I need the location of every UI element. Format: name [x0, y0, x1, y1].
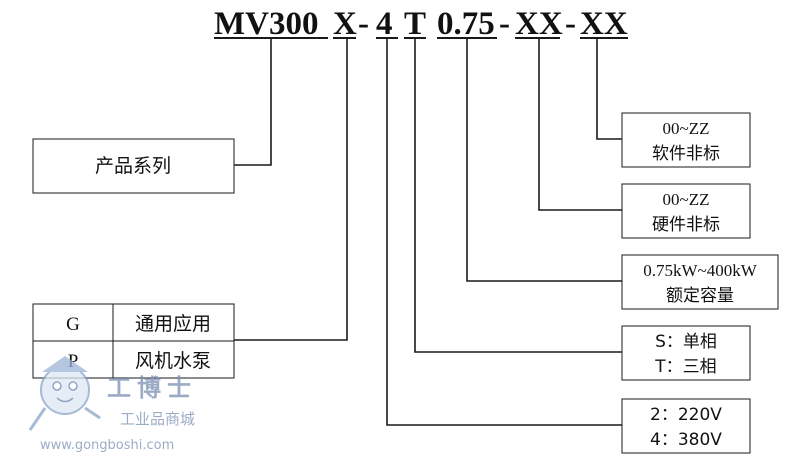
- connector-voltage: [386, 38, 622, 426]
- code-application: X: [333, 6, 357, 42]
- watermark: 工博士 工业品商城 www.gongboshi.com: [28, 356, 197, 453]
- connector-phase: [414, 38, 622, 353]
- connector-application: [234, 38, 348, 341]
- application-code-p: P: [68, 351, 79, 372]
- software-box: 00~ZZ 软件非标: [621, 112, 751, 168]
- code-hardware: XX: [515, 6, 563, 42]
- software-range: 00~ZZ: [663, 119, 710, 138]
- connector-capacity: [466, 38, 622, 282]
- capacity-range: 0.75kW~400kW: [643, 261, 757, 280]
- voltage-220: 2：220V: [650, 405, 722, 425]
- watermark-url: www.gongboshi.com: [40, 438, 174, 453]
- code-dash: -: [565, 6, 576, 42]
- phase-three: T：三相: [654, 357, 716, 377]
- code-dash: -: [499, 6, 510, 42]
- hardware-label: 硬件非标: [652, 215, 720, 235]
- software-label: 软件非标: [652, 144, 720, 164]
- mascot-icon: [28, 356, 101, 431]
- connector-hardware: [538, 38, 622, 211]
- code-dash: -: [358, 6, 369, 42]
- connector-series: [234, 38, 272, 166]
- capacity-box: 0.75kW~400kW 额定容量: [621, 254, 779, 310]
- application-desc-fan-pump: 风机水泵: [135, 350, 211, 372]
- phase-single: S：单相: [655, 332, 717, 352]
- code-capacity: 0.75: [437, 6, 495, 42]
- series-box: 产品系列: [32, 138, 235, 194]
- capacity-label: 额定容量: [666, 286, 734, 306]
- voltage-box: 2：220V 4：380V: [621, 398, 751, 454]
- hardware-box: 00~ZZ 硬件非标: [621, 183, 751, 239]
- code-software: XX: [580, 6, 628, 42]
- application-desc-general: 通用应用: [135, 313, 211, 335]
- hardware-range: 00~ZZ: [663, 190, 710, 209]
- series-label: 产品系列: [95, 155, 171, 177]
- watermark-brand: 工博士: [107, 374, 197, 402]
- code-voltage: 4: [376, 6, 393, 42]
- phase-box: S：单相 T：三相: [621, 325, 751, 381]
- code-phase: T: [404, 6, 426, 42]
- code-series: MV300: [214, 6, 318, 42]
- connector-software: [596, 38, 622, 140]
- application-code-g: G: [66, 314, 80, 335]
- watermark-tagline: 工业品商城: [120, 410, 195, 428]
- voltage-380: 4：380V: [650, 430, 722, 450]
